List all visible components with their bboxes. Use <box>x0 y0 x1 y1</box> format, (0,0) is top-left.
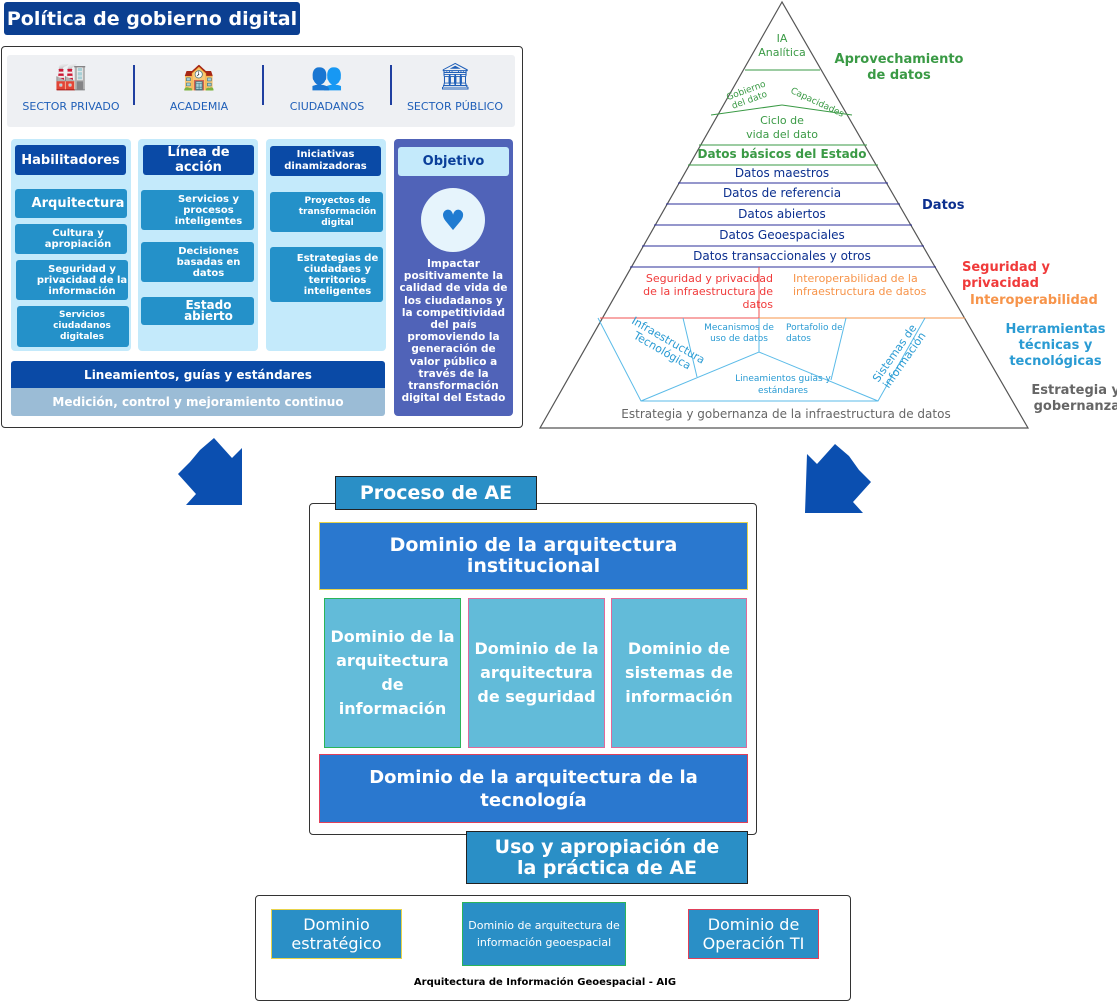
objective-text: Impactar positivamente la calidad de vid… <box>399 258 508 405</box>
objective-box <box>394 139 513 416</box>
domain-operacion[interactable]: Dominio de Operación TI <box>688 909 819 959</box>
item-seguridad: Seguridad y privacidad de la información <box>16 260 128 300</box>
item-decisiones: Decisiones basadas en datos <box>141 242 254 282</box>
pyr-row: Datos abiertos <box>738 207 826 221</box>
item-servicios-procesos: Servicios y procesos inteligentes <box>141 190 254 230</box>
ciclo-line: vida del dato <box>746 128 818 141</box>
aig-caption: Arquitectura de Información Geoespacial … <box>413 977 677 988</box>
government-building-icon: 🏛 <box>438 62 472 92</box>
measurement-bar: Medición, control y mejoramiento continu… <box>11 388 385 416</box>
sector-privado: 🏭 SECTOR PRIVADO <box>12 62 130 113</box>
domain-tecnologia[interactable]: Dominio de la arquitectura de la tecnolo… <box>319 754 748 823</box>
item-estado-abierto: Estado abierto <box>141 297 254 325</box>
sector-publico: 🏛 SECTOR PÚBLICO <box>396 62 514 113</box>
school-icon: 🏫 <box>182 62 216 92</box>
divider-line <box>682 317 698 378</box>
sector-label: CIUDADANOS <box>289 100 365 113</box>
people-icon: 👥 <box>310 62 344 92</box>
sector-ciudadanos: 👥 CIUDADANOS <box>268 62 386 113</box>
pyr-portafolio: Portafolio de datos <box>786 323 843 344</box>
ae-title: Proceso de AE <box>335 476 537 510</box>
ciclo-line: Ciclo de <box>760 114 804 127</box>
heart-hand-icon: ♥ <box>421 188 485 252</box>
label-interop: Interoperabilidad <box>970 293 1098 308</box>
column-header: Iniciativas dinamizadoras <box>270 146 381 176</box>
pyr-mecanismos: Mecanismos de uso de datos <box>704 323 774 344</box>
label-seguridad: Seguridad y privacidad <box>962 260 1050 291</box>
divider <box>133 65 135 105</box>
domain-sistemas[interactable]: Dominio de sistemas de información <box>611 598 747 748</box>
pyr-base: Estrategia y gobernanza de la infraestru… <box>621 407 951 421</box>
item-estrategias: Estrategias de ciudadaes y territorios i… <box>270 247 383 302</box>
divider-line <box>781 104 853 116</box>
apex-analitica: Analítica <box>758 46 806 59</box>
sector-label: SECTOR PÚBLICO <box>406 100 504 113</box>
sector-academia: 🏫 ACADEMIA <box>140 62 258 113</box>
divider <box>390 65 392 105</box>
column-header: Habilitadores <box>15 145 126 175</box>
guidelines-bar: Lineamientos, guías y estándares <box>11 361 385 388</box>
label-datos: Datos <box>922 198 965 213</box>
divider-line <box>830 317 847 381</box>
divider-line <box>710 104 783 116</box>
label-herramientas: Herramientas técnicas y tecnológicas <box>1005 322 1106 369</box>
objective-header: Objetivo <box>398 147 509 176</box>
pyr-row-basicos: Datos básicos del Estado <box>697 147 867 161</box>
pyr-lineamientos: Lineamientos guías y estándares <box>735 374 831 396</box>
domain-informacion[interactable]: Dominio de la arquitectura de informació… <box>324 598 461 748</box>
domain-geoespacial[interactable]: Dominio de arquitectura de información g… <box>462 902 626 966</box>
pyr-security: Seguridad y privacidad de la infraestruc… <box>643 272 773 311</box>
apex-ia: IA <box>776 32 788 45</box>
ae-uso-apropiacion: Uso y apropiación de la práctica de AE <box>466 831 748 884</box>
sector-label: ACADEMIA <box>169 100 229 113</box>
column-header: Línea de acción <box>143 145 254 175</box>
item-servicios-ciudadanos: Servicios ciudadanos digitales <box>17 306 129 347</box>
factory-icon: 🏭 <box>54 62 88 92</box>
pyramid-outline <box>538 0 1030 429</box>
sectors-bar <box>7 55 515 127</box>
pyr-row: Datos maestros <box>734 166 830 180</box>
divider <box>262 65 264 105</box>
domain-institucional[interactable]: Dominio de la arquitectura institucional <box>319 522 748 590</box>
policy-title: Política de gobierno digital <box>4 2 300 35</box>
item-arquitectura: Arquitectura <box>15 189 127 218</box>
domain-seguridad[interactable]: Dominio de la arquitectura de seguridad <box>468 598 605 748</box>
item-proyectos: Proyectos de transformación digital <box>270 192 383 232</box>
domain-estrategico[interactable]: Dominio estratégico <box>271 909 402 959</box>
pyr-row: Datos Geoespaciales <box>719 228 845 242</box>
tools-outline <box>597 317 926 402</box>
arrow-down-right-icon <box>178 438 242 505</box>
label-estrategia: Estrategia y gobernanza <box>1031 383 1117 414</box>
pyr-row: Datos transaccionales y otros <box>693 249 871 263</box>
pyr-row: Datos de referencia <box>722 186 842 200</box>
pyr-interop: Interoperabilidad de la infraestructura … <box>793 272 927 298</box>
arrow-down-left-icon <box>805 444 871 513</box>
sector-label: SECTOR PRIVADO <box>22 100 120 113</box>
label-aprovechamiento: Aprovechamiento de datos <box>834 52 964 83</box>
item-cultura: Cultura y apropiación <box>15 224 127 254</box>
